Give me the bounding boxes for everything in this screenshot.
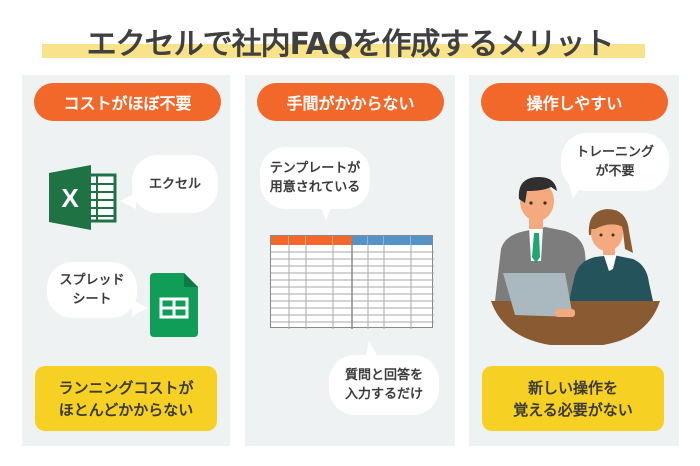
google-sheets-icon — [150, 273, 198, 337]
svg-text:X: X — [61, 183, 79, 213]
bubble-tail — [569, 183, 583, 199]
benefit-summary: ランニングコストが ほとんどかからない — [35, 366, 217, 431]
bubble-tail — [120, 193, 136, 209]
speech-bubble-spreadsheet: スプレッド シート — [47, 262, 137, 318]
panel-heading: コストがほぼ不要 — [34, 83, 221, 121]
page-header: エクセルで社内FAQを作成するメリット — [0, 10, 700, 65]
bubble-tail — [365, 341, 379, 359]
speech-bubble-template: テンプレートが 用意されている — [260, 147, 370, 209]
title-highlight — [42, 44, 645, 58]
speech-bubble-input: 質問と回答を 入力するだけ — [329, 355, 439, 415]
page-title: エクセルで社内FAQを作成するメリット — [86, 27, 615, 62]
speech-bubble-training: トレーニング が不要 — [561, 133, 669, 191]
two-people-with-laptop — [491, 177, 660, 345]
bubble-tail — [320, 205, 332, 221]
excel-icon: X — [49, 165, 117, 230]
benefit-summary: 新しい操作を 覚える必要がない — [482, 366, 664, 431]
bubble-tail — [132, 300, 148, 316]
panel-usability: 操作しやすい トレーニング が不要 新しい操作を 覚える必要がない — [469, 75, 679, 446]
speech-bubble-excel: エクセル — [132, 155, 218, 213]
panel-heading: 手間がかからない — [257, 83, 444, 121]
panel-heading: 操作しやすい — [481, 83, 668, 121]
panel-effort: 手間がかからない テンプレートが 用意されている — [245, 75, 455, 446]
panel-cost: コストがほぼ不要 X エクセル スプレッド シート ランニングコストが ほとんど… — [22, 75, 230, 446]
spreadsheet-template-icon — [270, 235, 434, 329]
